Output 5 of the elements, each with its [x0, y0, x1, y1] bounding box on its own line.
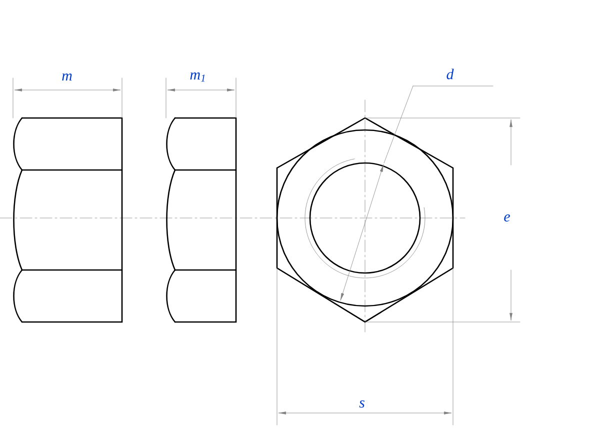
dimension-label: m: [60, 72, 74, 82]
dimension-label: m$_{1}$: [188, 71, 208, 83]
dimension-label: e: [502, 213, 512, 223]
dimension-label: s: [358, 399, 366, 409]
dimension-label: d: [445, 68, 455, 80]
